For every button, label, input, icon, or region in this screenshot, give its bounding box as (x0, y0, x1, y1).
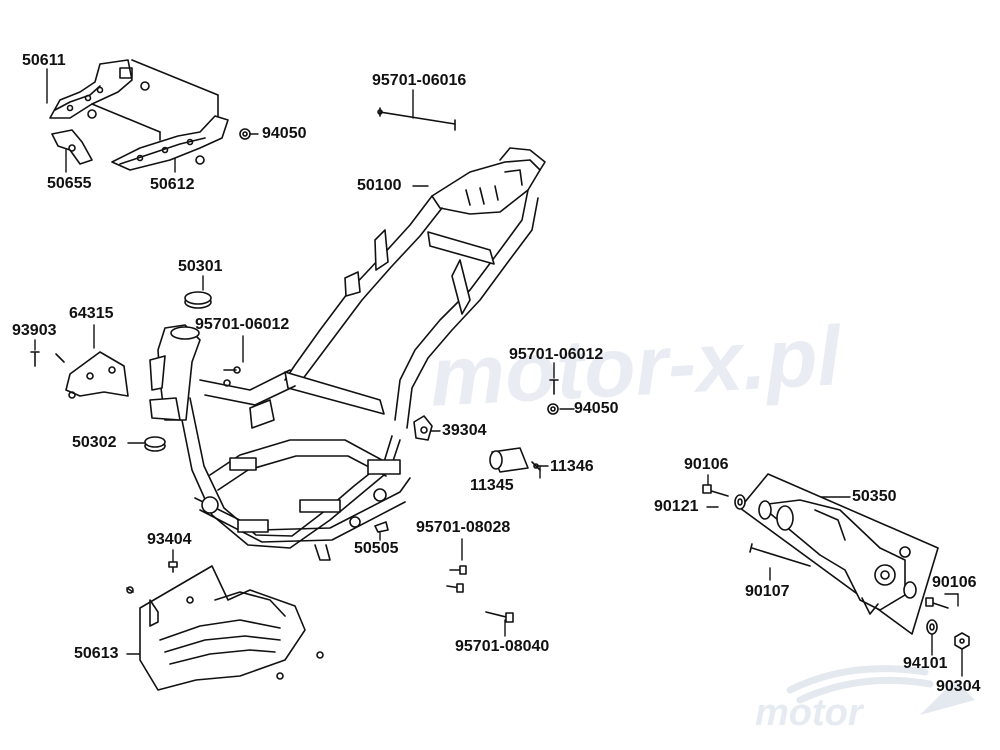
label-90304: 90304 (936, 678, 981, 695)
label-50100: 50100 (357, 177, 402, 194)
label-95701-06012-left: 95701-06012 (195, 316, 290, 333)
label-11345: 11345 (470, 477, 514, 494)
label-94101: 94101 (903, 655, 948, 672)
bolt-90107-icon (749, 543, 811, 567)
label-50301: 50301 (178, 258, 223, 275)
bearing-50301-icon (184, 291, 212, 309)
label-11346: 11346 (550, 458, 594, 475)
clip-50505-icon (374, 521, 389, 533)
label-50505: 50505 (354, 540, 399, 557)
label-50613: 50613 (74, 645, 119, 662)
bracket-64315-icon (55, 351, 129, 399)
bolt-93903-icon (30, 351, 40, 367)
bolt-93404-icon (168, 561, 178, 573)
bolt-95701-06012-right-icon (549, 379, 559, 395)
bracket-50612-icon (111, 115, 229, 171)
under-cover-50613-icon (126, 565, 324, 691)
label-95701-06012-right: 95701-06012 (509, 346, 604, 363)
bolt-95701-06012-left-icon (223, 366, 241, 387)
bolt-95701-06016-icon (377, 107, 456, 131)
label-95701-08040: 95701-08040 (455, 638, 550, 655)
label-90106-lower: 90106 (932, 574, 977, 591)
nut-94050-right-icon (547, 403, 559, 415)
label-90121: 90121 (654, 498, 699, 515)
motor-logo-icon (786, 665, 975, 715)
washer-90121-icon (734, 494, 746, 510)
bracket-50611-icon (49, 59, 219, 133)
bolt-90106-lower-icon (925, 597, 949, 609)
bolt-90106-upper-icon (702, 484, 729, 497)
label-90106-upper: 90106 (684, 456, 729, 473)
label-93903: 93903 (12, 322, 57, 339)
main-frame-50100-icon (177, 147, 546, 561)
nut-90304-icon (954, 632, 970, 650)
label-50655: 50655 (47, 175, 92, 192)
label-50302: 50302 (72, 434, 117, 451)
label-93404: 93404 (147, 531, 192, 548)
label-64315: 64315 (69, 305, 114, 322)
label-94050-right: 94050 (574, 400, 619, 417)
label-90107: 90107 (745, 583, 790, 600)
washer-94101-icon (926, 619, 938, 635)
label-50611: 50611 (22, 52, 66, 69)
bolts-95701-08028-icon (446, 565, 467, 593)
bracket-50655-icon (51, 129, 93, 165)
clamp-39304-icon (413, 415, 433, 441)
label-50612: 50612 (150, 176, 195, 193)
steering-head-icon (149, 324, 201, 421)
label-95701-08028: 95701-08028 (416, 519, 511, 536)
nuts-94050-upper-icon (87, 81, 251, 165)
engine-hanger-50350-icon (739, 473, 939, 635)
bolt-11346-icon (531, 461, 541, 471)
label-94050-upper: 94050 (262, 125, 307, 142)
label-39304: 39304 (442, 422, 487, 439)
bolt-95701-08040-icon (485, 611, 514, 623)
label-95701-06016: 95701-06016 (372, 72, 467, 89)
leader-lines (34, 68, 963, 677)
bearing-50302-icon (144, 436, 166, 452)
bushing-11345-icon (489, 447, 529, 473)
label-50350: 50350 (852, 488, 897, 505)
